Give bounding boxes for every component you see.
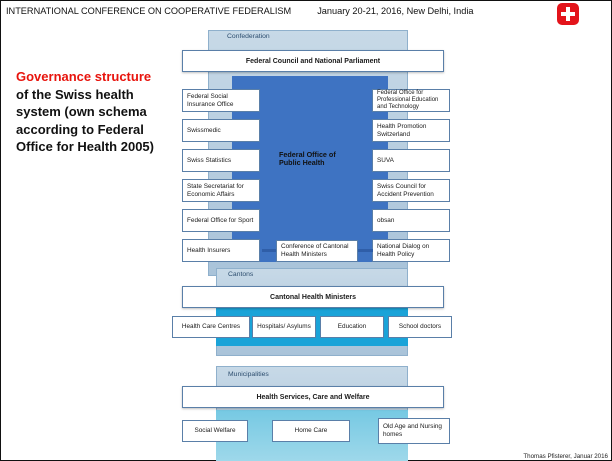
connector-right (357, 249, 373, 252)
footer-credit: Thomas Pfisterer, Januar 2016 (523, 453, 608, 460)
health-services-box: Health Services, Care and Welfare (182, 386, 444, 408)
conf-right-2: Health Promotion Switzerland (372, 119, 450, 142)
swiss-flag-icon (557, 3, 579, 25)
conf-left-4: State Secretariat for Economic Affairs (182, 179, 260, 202)
cantonal-ministers-box: Cantonal Health Ministers (182, 286, 444, 308)
conf-left-6: Health Insurers (182, 239, 260, 262)
municipalities-label: Municipalities (228, 371, 269, 378)
federal-council-box: Federal Council and National Parliament (182, 50, 444, 72)
conference-title: INTERNATIONAL CONFERENCE ON COOPERATIVE … (6, 6, 292, 16)
cantons-item-3: Education (320, 316, 384, 338)
cantons-label: Cantons (228, 271, 254, 278)
slide-title: Governance structure of the Swiss health… (16, 68, 166, 156)
title-rest: of the Swiss health system (own schema a… (16, 86, 154, 155)
municipalities-item-3: Old Age and Nursing homes (378, 418, 450, 444)
municipalities-item-1: Social Welfare (182, 420, 248, 442)
conf-right-3: SUVA (372, 149, 450, 172)
federal-office-public-health: Federal Office of Public Health (279, 150, 336, 168)
conf-left-5: Federal Office for Sport (182, 209, 260, 232)
cantons-item-2: Hospitals/ Asylums (252, 316, 316, 338)
conf-right-5: obsan (372, 209, 450, 232)
conf-right-6: National Dialog on Health Policy (372, 239, 450, 262)
conf-right-4: Swiss Council for Accident Prevention (372, 179, 450, 202)
conference-date: January 20-21, 2016, New Delhi, India (317, 6, 474, 16)
cantons-item-1: Health Care Centres (172, 316, 250, 338)
title-highlight: Governance structure (16, 69, 152, 84)
conf-right-1: Federal Office for Professional Educatio… (372, 89, 450, 112)
conference-cantonal-box: Conference of Cantonal Health Ministers (276, 240, 358, 262)
conference-header: INTERNATIONAL CONFERENCE ON COOPERATIVE … (6, 6, 473, 16)
conf-left-2: Swissmedic (182, 119, 260, 142)
connector-left (262, 249, 278, 252)
conf-left-3: Swiss Statistics (182, 149, 260, 172)
cantons-item-4: School doctors (388, 316, 452, 338)
confederation-label: Confederation (227, 33, 270, 40)
conf-left-1: Federal Social Insurance Office (182, 89, 260, 112)
municipalities-item-2: Home Care (272, 420, 350, 442)
